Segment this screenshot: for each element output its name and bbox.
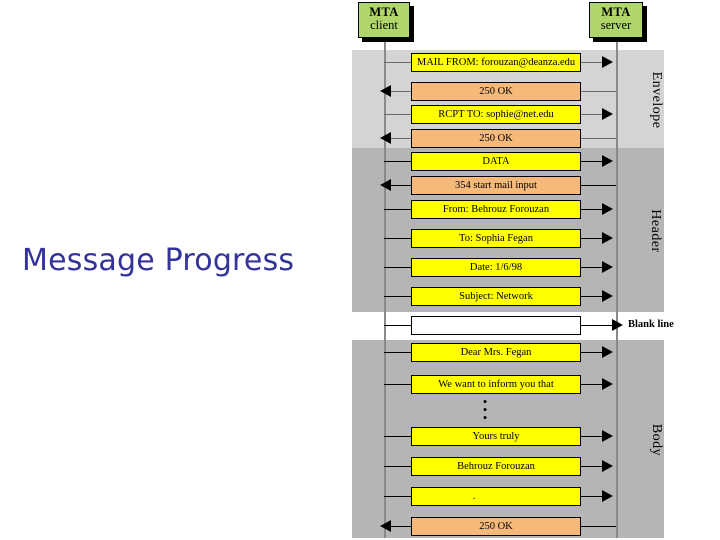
connector-right-10 <box>581 325 616 327</box>
message-row: 354 start mail input <box>411 176 581 195</box>
label-blank-line: Blank line <box>628 319 674 330</box>
arrow-to-server-9 <box>602 290 613 302</box>
arrow-to-client-1 <box>380 85 391 97</box>
label-body: Body <box>649 423 664 457</box>
message-row: Date: 1/6/98 <box>411 258 581 277</box>
message-row: From: Behrouz Forouzan <box>411 200 581 219</box>
connector-right-0 <box>581 62 606 64</box>
connector-left-4 <box>384 161 411 163</box>
client-lifeline <box>384 36 386 538</box>
message-row: DATA <box>411 152 581 171</box>
connector-right-12 <box>581 384 606 386</box>
arrow-to-server-7 <box>602 232 613 244</box>
message-row: Behrouz Forouzan <box>411 457 581 476</box>
connector-right-3 <box>581 138 616 140</box>
message-row: Yours truly <box>411 427 581 446</box>
connector-left-9 <box>384 296 411 298</box>
arrow-to-client-3 <box>380 132 391 144</box>
client-label-line2: client <box>370 18 398 33</box>
connector-right-15 <box>581 496 606 498</box>
connector-right-13 <box>581 436 606 438</box>
vertical-ellipsis-icon: ••• <box>482 394 488 425</box>
message-row: 250 OK <box>411 129 581 148</box>
connector-left-3 <box>390 138 411 140</box>
connector-left-14 <box>384 466 411 468</box>
connector-right-16 <box>581 526 616 528</box>
label-envelope: Envelope <box>649 71 664 129</box>
message-text: . <box>472 491 476 502</box>
connector-right-4 <box>581 161 606 163</box>
connector-left-5 <box>390 185 411 187</box>
arrow-to-server-0 <box>602 56 613 68</box>
message-row: MAIL FROM: forouzan@deanza.edu <box>411 53 581 72</box>
message-row: 250 OK <box>411 82 581 101</box>
message-row: Subject: Network <box>411 287 581 306</box>
message-row: 250 OK <box>411 517 581 536</box>
message-progress-diagram: MTA client MTA server MAIL FROM: forouza… <box>340 0 720 540</box>
connector-left-1 <box>390 91 411 93</box>
connector-right-2 <box>581 114 606 116</box>
message-row: We want to inform you that <box>411 375 581 394</box>
arrow-to-server-8 <box>602 261 613 273</box>
arrow-to-server-15 <box>602 490 613 502</box>
arrow-to-client-5 <box>380 179 391 191</box>
server-lifeline <box>616 36 618 538</box>
arrow-to-server-10 <box>612 319 623 331</box>
arrow-to-server-12 <box>602 378 613 390</box>
message-row: . <box>411 487 581 506</box>
arrow-to-server-14 <box>602 460 613 472</box>
message-row: RCPT TO: sophie@net.edu <box>411 105 581 124</box>
connector-left-0 <box>384 62 411 64</box>
arrow-to-server-4 <box>602 155 613 167</box>
connector-right-1 <box>581 91 616 93</box>
message-row: To: Sophia Fegan <box>411 229 581 248</box>
connector-left-8 <box>384 267 411 269</box>
connector-right-5 <box>581 185 616 187</box>
connector-left-7 <box>384 238 411 240</box>
server-label-line1: MTA <box>601 5 631 19</box>
connector-right-6 <box>581 209 606 211</box>
client-label-line1: MTA <box>369 5 399 19</box>
node-mta-client: MTA client <box>358 2 410 38</box>
connector-left-12 <box>384 384 411 386</box>
connector-right-9 <box>581 296 606 298</box>
connector-left-13 <box>384 436 411 438</box>
page-title: Message Progress <box>22 243 295 278</box>
connector-left-16 <box>390 526 411 528</box>
arrow-to-client-16 <box>380 520 391 532</box>
connector-right-11 <box>581 352 606 354</box>
connector-left-11 <box>384 352 411 354</box>
label-header: Header <box>648 209 663 253</box>
arrow-to-server-2 <box>602 108 613 120</box>
connector-left-15 <box>384 496 411 498</box>
message-row: Dear Mrs. Fegan <box>411 343 581 362</box>
connector-left-10 <box>384 325 411 327</box>
arrow-to-server-13 <box>602 430 613 442</box>
connector-right-14 <box>581 466 606 468</box>
connector-left-6 <box>384 209 411 211</box>
connector-right-7 <box>581 238 606 240</box>
arrow-to-server-6 <box>602 203 613 215</box>
server-label-line2: server <box>600 18 632 33</box>
connector-right-8 <box>581 267 606 269</box>
message-row-blank <box>411 316 581 335</box>
connector-left-2 <box>384 114 411 116</box>
node-mta-server: MTA server <box>589 2 643 38</box>
arrow-to-server-11 <box>602 346 613 358</box>
